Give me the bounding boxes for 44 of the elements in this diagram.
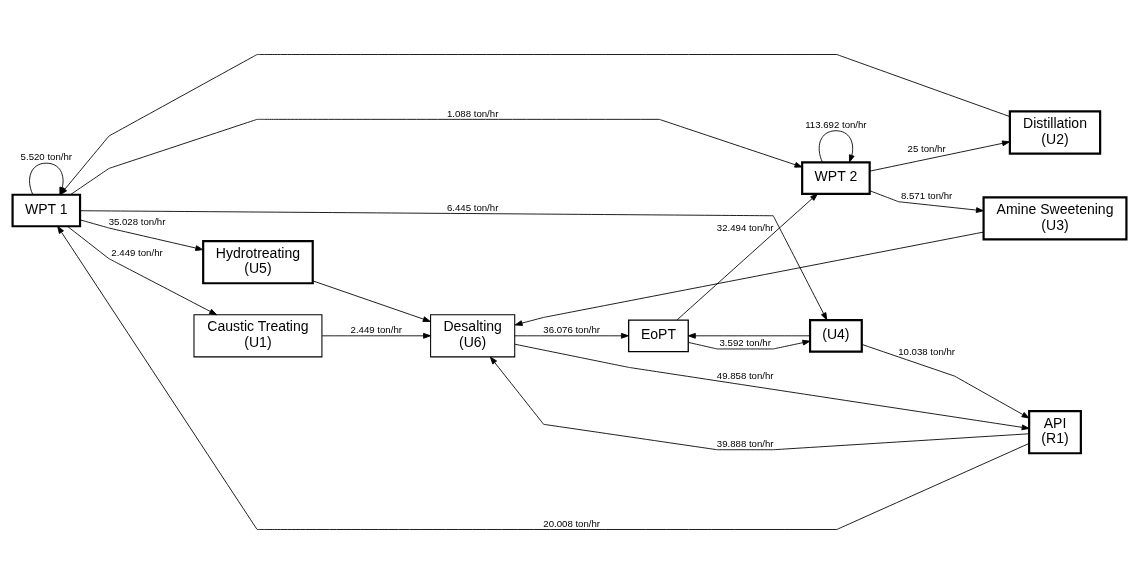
arrow [70,118,803,195]
node-box: EoPT [628,318,689,352]
node-box: WPT 2 [801,160,871,195]
arrow [514,332,629,339]
edge-label: 35.028 ton/hr [108,215,166,227]
edge-label: 113.692 ton/hr [805,118,867,130]
edge-label: 20.008 ton/hr [543,517,601,529]
edge-label: 6.445 ton/hr [446,201,499,213]
arrow [321,332,431,339]
node-box: (U4) [808,318,863,353]
node-box: Caustic Treating (U1) [193,313,323,357]
edge-label: 3.592 ton/hr [719,336,771,348]
arrow [869,139,1010,172]
edge-label: 36.076 ton/hr [543,323,601,335]
arrow [79,218,204,251]
arrow [79,209,828,320]
arrow [514,231,984,326]
arrow [489,356,1030,450]
node-box: WPT 1 [11,193,82,227]
arrow [688,339,811,349]
node-box: Amine Sweetening (U3) [982,195,1128,240]
edge-label: 5.520 ton/hr [20,150,72,162]
edge-label: 8.571 ton/hr [900,189,953,201]
edge-label: 10.038 ton/hr [898,345,955,357]
edge-label: 32.494 ton/hr [716,221,774,233]
node-box: Hydrotreating (U5) [202,239,314,284]
node-box: API (R1) [1028,409,1082,454]
arrow [818,129,855,162]
edge-label: 25 ton/hr [907,142,946,154]
edge-label: 1.088 ton/hr [446,107,499,119]
arrow [687,332,811,339]
arrow [66,225,218,315]
arrow [676,192,818,320]
arrow [312,279,431,322]
arrow [861,343,1030,418]
arrow [57,225,1030,530]
edge-label: 49.858 ton/hr [716,369,774,381]
arrow [514,343,1030,430]
edge-label: 2.449 ton/hr [111,246,163,258]
node-box: Distillation (U2) [1008,109,1102,155]
edge-label: 2.449 ton/hr [350,323,402,335]
edge-label: 39.888 ton/hr [716,437,774,449]
node-box: Desalting (U6) [430,313,516,357]
arrow [869,189,984,213]
